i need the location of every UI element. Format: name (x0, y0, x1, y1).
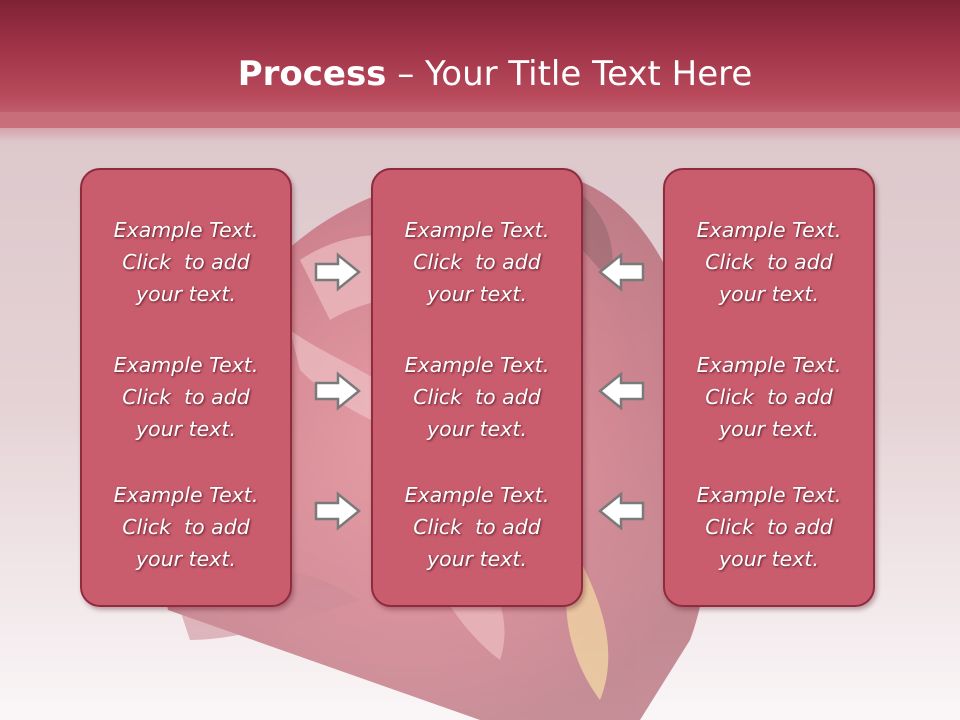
text-placeholder[interactable]: Example Text. Click to add your text. (665, 479, 873, 575)
process-box-left[interactable]: Example Text. Click to add your text. Ex… (80, 168, 292, 607)
arrow-left-icon[interactable] (597, 491, 645, 531)
text-placeholder[interactable]: Example Text. Click to add your text. (373, 214, 581, 310)
title-bold-part: Process (237, 54, 387, 94)
text-line: Example Text. (696, 483, 842, 507)
text-line: Click to add (122, 515, 250, 539)
arrow-left-icon[interactable] (597, 371, 645, 411)
text-line: Click to add (705, 515, 833, 539)
text-line: your text. (427, 417, 527, 441)
text-line: Example Text. (113, 218, 259, 242)
arrow-left-icon[interactable] (597, 252, 645, 292)
text-line: Example Text. (696, 353, 842, 377)
text-line: your text. (719, 547, 819, 571)
text-placeholder[interactable]: Example Text. Click to add your text. (82, 349, 290, 445)
text-line: Example Text. (404, 353, 550, 377)
slide-title[interactable]: Process – Your Title Text Here (0, 52, 960, 96)
text-line: Example Text. (404, 483, 550, 507)
text-line: your text. (719, 282, 819, 306)
text-placeholder[interactable]: Example Text. Click to add your text. (665, 349, 873, 445)
title-banner (0, 0, 960, 128)
arrow-right-icon[interactable] (314, 252, 362, 292)
title-rest: – Your Title Text Here (386, 54, 753, 94)
text-line: your text. (719, 417, 819, 441)
text-line: your text. (136, 417, 236, 441)
process-box-right[interactable]: Example Text. Click to add your text. Ex… (663, 168, 875, 607)
text-line: Click to add (705, 250, 833, 274)
text-placeholder[interactable]: Example Text. Click to add your text. (373, 349, 581, 445)
text-line: Click to add (122, 250, 250, 274)
text-line: Click to add (122, 385, 250, 409)
text-line: Click to add (413, 515, 541, 539)
text-line: Example Text. (113, 353, 259, 377)
text-placeholder[interactable]: Example Text. Click to add your text. (82, 214, 290, 310)
banner-shadow (0, 112, 960, 142)
text-placeholder[interactable]: Example Text. Click to add your text. (82, 479, 290, 575)
text-placeholder[interactable]: Example Text. Click to add your text. (373, 479, 581, 575)
arrow-right-icon[interactable] (314, 491, 362, 531)
text-line: Example Text. (696, 218, 842, 242)
text-placeholder[interactable]: Example Text. Click to add your text. (665, 214, 873, 310)
text-line: your text. (136, 282, 236, 306)
text-line: your text. (427, 282, 527, 306)
text-line: your text. (136, 547, 236, 571)
arrow-right-icon[interactable] (314, 371, 362, 411)
text-line: Click to add (413, 385, 541, 409)
text-line: Example Text. (404, 218, 550, 242)
text-line: your text. (427, 547, 527, 571)
text-line: Click to add (705, 385, 833, 409)
text-line: Example Text. (113, 483, 259, 507)
text-line: Click to add (413, 250, 541, 274)
process-box-center[interactable]: Example Text. Click to add your text. Ex… (371, 168, 583, 607)
